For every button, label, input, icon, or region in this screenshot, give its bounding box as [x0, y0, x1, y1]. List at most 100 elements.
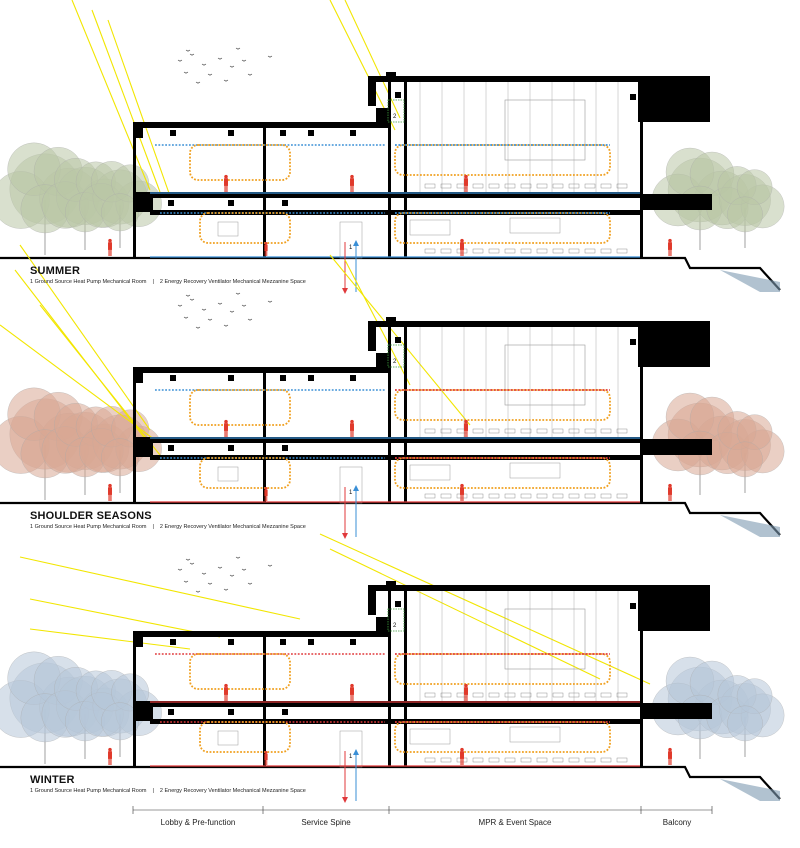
person-figure: [350, 174, 354, 192]
tree-right-2: [706, 675, 785, 757]
mpr-upper-loop: [394, 144, 611, 176]
ground-line: [0, 765, 781, 800]
table: [440, 428, 452, 434]
bird-icon: [201, 63, 207, 66]
person-figure: [108, 747, 112, 765]
person-leg: [466, 185, 468, 192]
tree-canopy: [727, 441, 763, 478]
ground-line: [0, 501, 781, 536]
mpr-roof-slab: [368, 76, 710, 82]
table: [552, 183, 564, 189]
mpr-roof-slab: [368, 321, 710, 327]
mpr-lower-loop: [394, 457, 611, 489]
section-shoulder-seasons: 21: [0, 244, 785, 539]
table: [584, 493, 596, 499]
table: [600, 757, 612, 763]
person-leg: [668, 249, 670, 256]
legend-item-erv: 2 Energy Recovery Ventilator Mechanical …: [159, 788, 306, 794]
tree-right-2: [706, 411, 785, 493]
tree-canopy: [101, 193, 139, 232]
sun-rays: [71, 0, 401, 197]
person-body: [460, 751, 464, 759]
table: [536, 183, 548, 189]
person-leg: [668, 494, 670, 501]
table: [488, 428, 500, 434]
legend-row: 1 Ground Source Heat Pump Mechanical Roo…: [30, 279, 306, 285]
person-leg: [464, 694, 466, 701]
zone-label-balcony: Balcony: [662, 818, 692, 827]
section-winter: 21: [0, 533, 785, 803]
person-leg: [668, 758, 670, 765]
person-leg: [266, 251, 268, 256]
person-head: [108, 483, 112, 488]
season-title: SUMMER: [30, 265, 81, 277]
sun-ray: [71, 0, 151, 191]
zone-label-lobby: Lobby & Pre-function: [160, 818, 236, 827]
person-figure: [668, 483, 672, 501]
table: [504, 428, 516, 434]
section-summer: 21: [0, 0, 785, 294]
tree-canopy: [727, 196, 763, 233]
west-cantilever: [133, 701, 153, 721]
table: [488, 692, 500, 698]
mezzanine-block: [376, 108, 390, 128]
table: [440, 757, 452, 763]
legend-row: 1 Ground Source Heat Pump Mechanical Roo…: [30, 788, 306, 794]
mpr-window: [504, 344, 586, 406]
person-head: [108, 238, 112, 243]
sun-ray: [107, 19, 171, 197]
person-body: [350, 423, 354, 431]
table: [488, 183, 500, 189]
structural-column: [133, 373, 136, 503]
erv-mezzanine: [387, 344, 405, 368]
table: [488, 493, 500, 499]
bird-icon: [217, 566, 223, 569]
table: [552, 493, 564, 499]
door: [339, 221, 363, 259]
mezzanine-label: 2: [393, 359, 397, 365]
roof-vent: [386, 581, 396, 587]
table: [424, 428, 436, 434]
sun-ray: [0, 324, 156, 441]
duct-block: [282, 709, 288, 715]
legend-separator: |: [152, 788, 154, 794]
duct-block: [280, 375, 286, 381]
table: [424, 183, 436, 189]
person-body: [460, 487, 464, 495]
person-figure: [108, 238, 112, 256]
person-leg: [464, 430, 466, 437]
table: [472, 183, 484, 189]
gshp-label: 1: [349, 245, 353, 251]
duct-block: [228, 709, 234, 715]
duct-block: [228, 130, 234, 136]
person-figure: [224, 683, 228, 701]
table: [616, 248, 628, 254]
balcony-overhang: [638, 76, 710, 122]
duct-block: [282, 200, 288, 206]
erv-mezzanine: [387, 608, 405, 632]
lobby-lower-loop: [199, 457, 291, 489]
duct-block: [395, 337, 401, 343]
duct-block: [280, 130, 286, 136]
person-leg: [224, 694, 226, 701]
building-structure: [133, 317, 712, 503]
balcony-slab: [640, 194, 712, 210]
bird-icon: [217, 302, 223, 305]
building-structure: [133, 72, 712, 258]
table: [616, 692, 628, 698]
person-figure: [264, 486, 268, 501]
bird-icon: [223, 79, 229, 82]
table: [520, 428, 532, 434]
lobby-roof-slab: [133, 367, 389, 373]
balcony-overhang: [638, 321, 710, 367]
sun-rays: [19, 533, 651, 685]
table: [440, 692, 452, 698]
bird-icon: [235, 47, 241, 50]
person-body: [668, 487, 672, 495]
lobby-roof-slab: [133, 122, 389, 128]
roof-parapet: [368, 585, 376, 615]
person-body: [264, 489, 268, 497]
wall-panel: [509, 217, 561, 234]
bird-icon: [241, 568, 247, 571]
erv-mezzanine: [387, 99, 405, 123]
